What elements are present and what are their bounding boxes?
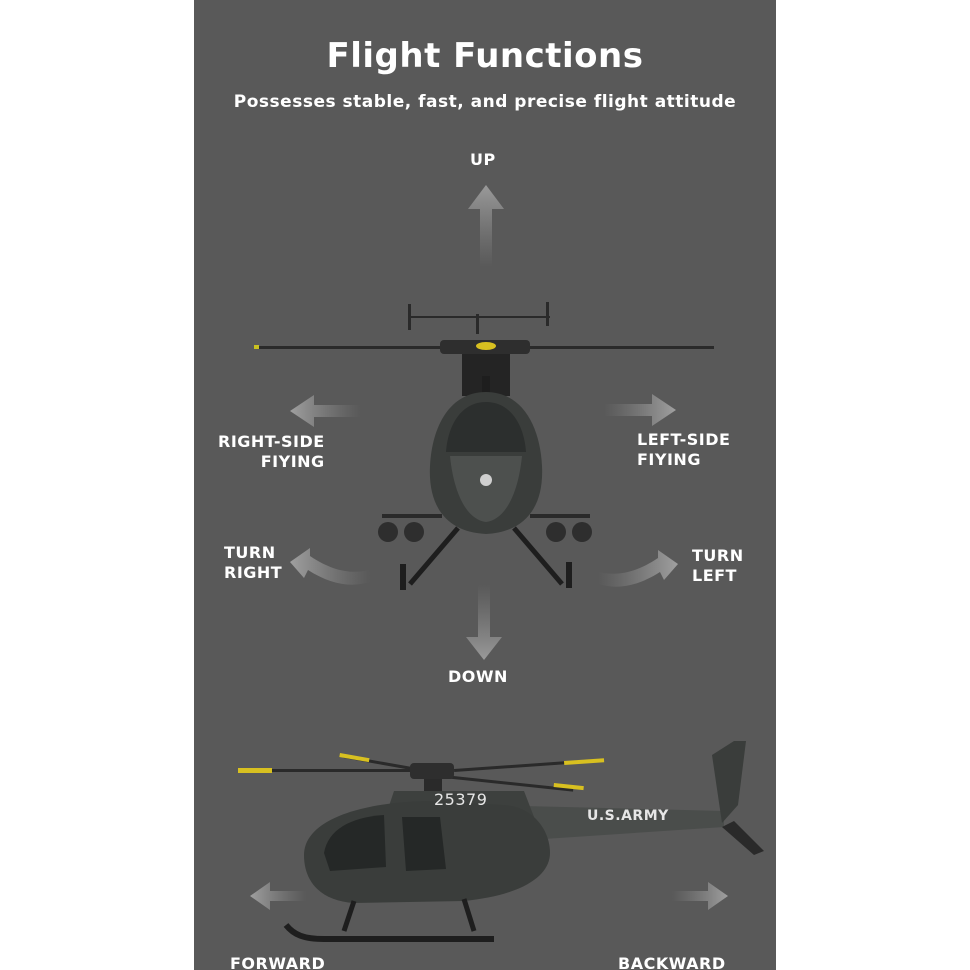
arrow-down-icon: [466, 585, 502, 660]
page-subtitle: Possesses stable, fast, and precise flig…: [233, 92, 737, 112]
label-left-side-line1: LEFT-SIDE: [637, 430, 731, 449]
label-down: DOWN: [448, 667, 508, 686]
tail-number: 25379: [434, 790, 488, 809]
page-title: Flight Functions: [326, 36, 644, 76]
label-right-side-line2: FIYING: [260, 452, 325, 471]
label-forward: FORWARD: [230, 954, 326, 970]
army-marking: U.S.ARMY: [587, 808, 669, 824]
label-left-side-flying: LEFT-SIDE FIYING: [637, 430, 730, 470]
arrow-backward-icon: [672, 882, 728, 910]
label-right-side-flying: RIGHT-SIDE FIYING: [218, 432, 325, 472]
arrow-left-side-icon: [604, 394, 676, 426]
arrow-forward-icon: [250, 882, 306, 910]
label-turn-right-line1: TURN: [224, 543, 276, 562]
label-turn-left: TURN LEFT: [692, 546, 744, 586]
label-turn-right-line2: RIGHT: [224, 563, 283, 582]
arrow-right-side-icon: [290, 395, 360, 427]
flight-functions-panel: Flight Functions Possesses stable, fast,…: [194, 0, 776, 970]
label-backward: BACKWARD: [618, 954, 726, 970]
helicopter-side-view: [238, 741, 764, 942]
label-left-side-line2: FIYING: [637, 450, 701, 469]
label-right-side-line1: RIGHT-SIDE: [218, 432, 325, 451]
label-up: UP: [470, 150, 496, 169]
helicopter-front-view: [254, 302, 714, 590]
label-turn-left-line2: LEFT: [692, 566, 737, 585]
label-turn-right: TURN RIGHT: [224, 543, 282, 583]
arrow-turn-right-icon: [290, 548, 370, 585]
arrow-up-icon: [468, 185, 504, 267]
arrow-turn-left-icon: [598, 550, 678, 587]
label-turn-left-line1: TURN: [692, 546, 744, 565]
